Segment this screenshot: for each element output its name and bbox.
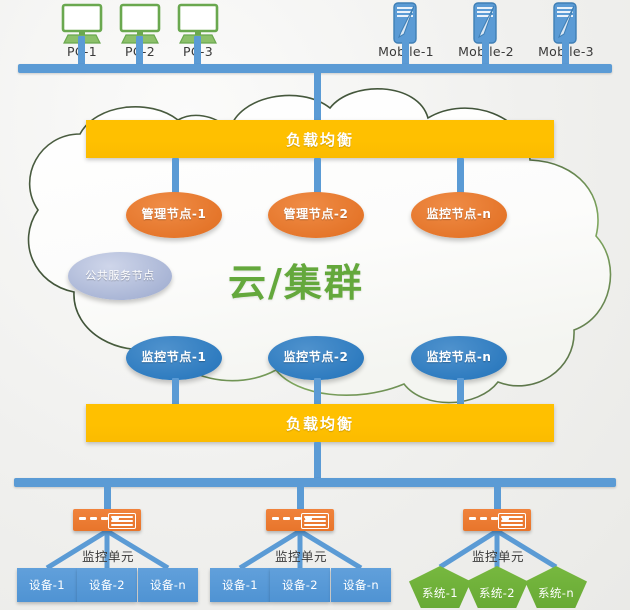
cloud-node-monitor-1-label: 监控节点-1 xyxy=(141,350,207,365)
link-bus-to-switch-1 xyxy=(104,484,111,514)
device-box-g2-1[interactable]: 设备-1 xyxy=(210,568,270,602)
device-box-g2-3-label: 设备-n xyxy=(342,578,380,592)
cloud-node-management-2[interactable]: 管理节点-2 xyxy=(268,192,364,238)
cloud-node-management-1-label: 管理节点-1 xyxy=(141,207,207,222)
link-monitor-node-1-to-lb xyxy=(172,378,179,408)
pda-stylus-icon xyxy=(393,2,417,44)
device-box-g2-1-label: 设备-1 xyxy=(221,578,259,592)
link-mobile-2-to-bus xyxy=(482,36,489,68)
monitoring-unit-label-1: 监控单元 xyxy=(81,549,134,564)
cloud-node-management-2-label: 管理节点-2 xyxy=(283,207,349,222)
switch-panel-indicator xyxy=(498,513,526,529)
link-bus-to-switch-2 xyxy=(297,484,304,514)
cloud-node-monitor-2[interactable]: 监控节点-2 xyxy=(268,336,364,380)
link-pc-1-to-bus xyxy=(78,36,85,68)
switch-panel-indicator xyxy=(108,513,136,529)
device-box-g1-3[interactable]: 设备-n xyxy=(138,568,198,602)
link-lb-to-management-node-1 xyxy=(172,158,179,194)
cloud-center-title: 云/集群 xyxy=(228,261,364,305)
network-switch-icon[interactable] xyxy=(266,509,334,531)
device-box-g1-1-label: 设备-1 xyxy=(28,578,66,592)
cloud-node-monitor-n[interactable]: 监控节点-n xyxy=(411,336,507,380)
device-box-g1-2-label: 设备-2 xyxy=(88,578,126,592)
link-pc-2-to-bus xyxy=(136,36,143,68)
link-mobile-3-to-bus xyxy=(562,36,569,68)
link-lb-to-monitor-node-n-upper xyxy=(457,158,464,194)
device-box-g1-2[interactable]: 设备-2 xyxy=(77,568,137,602)
switch-ports-indicator xyxy=(469,517,509,520)
cloud-node-public-service[interactable]: 公共服务节点 xyxy=(68,252,172,300)
monitoring-unit-label-3: 监控单元 xyxy=(471,549,524,564)
link-lb-to-management-node-2 xyxy=(314,158,321,194)
cloud-node-monitor-n-upper[interactable]: 监控节点-n xyxy=(411,192,507,238)
load-balancer-bottom[interactable]: 负载均衡 xyxy=(86,404,554,442)
system-node-g3-2-label: 系统-2 xyxy=(478,586,516,600)
link-mobile-1-to-bus xyxy=(402,36,409,68)
device-box-g2-2-label: 设备-2 xyxy=(281,578,319,592)
device-box-g1-3-label: 设备-n xyxy=(149,578,187,592)
field-network-bus xyxy=(14,478,616,487)
load-balancer-top-label: 负载均衡 xyxy=(285,130,354,149)
system-node-g3-3-label: 系统-n xyxy=(537,586,575,600)
cloud-node-monitor-1[interactable]: 监控节点-1 xyxy=(126,336,222,380)
link-bus-to-switch-3 xyxy=(494,484,501,514)
link-pc-3-to-bus xyxy=(194,36,201,68)
device-box-g2-2[interactable]: 设备-2 xyxy=(270,568,330,602)
link-monitor-node-2-to-lb xyxy=(314,378,321,408)
system-node-g3-1-label: 系统-1 xyxy=(421,586,459,600)
field-group-connectors xyxy=(45,528,558,571)
device-box-g1-1[interactable]: 设备-1 xyxy=(17,568,77,602)
link-bottom-lb-to-field-bus xyxy=(314,442,321,482)
cloud-node-monitor-2-label: 监控节点-2 xyxy=(283,350,349,365)
switch-panel-indicator xyxy=(301,513,329,529)
pda-stylus-icon xyxy=(553,2,577,44)
load-balancer-bottom-label: 负载均衡 xyxy=(285,414,354,433)
cloud-node-monitor-n-upper-label: 监控节点-n xyxy=(426,207,492,222)
switch-ports-indicator xyxy=(79,517,119,520)
monitoring-unit-label-2: 监控单元 xyxy=(274,549,327,564)
cloud-node-monitor-n-label: 监控节点-n xyxy=(426,350,492,365)
cloud-node-management-1[interactable]: 管理节点-1 xyxy=(126,192,222,238)
switch-ports-indicator xyxy=(272,517,312,520)
link-bus-to-top-load-balancer xyxy=(314,70,321,122)
network-switch-icon[interactable] xyxy=(463,509,531,531)
device-box-g2-3[interactable]: 设备-n xyxy=(331,568,391,602)
client-network-bus xyxy=(18,64,612,73)
network-switch-icon[interactable] xyxy=(73,509,141,531)
cloud-node-public-service-label: 公共服务节点 xyxy=(85,268,155,282)
load-balancer-top[interactable]: 负载均衡 xyxy=(86,120,554,158)
link-monitor-node-n-to-lb xyxy=(457,378,464,408)
